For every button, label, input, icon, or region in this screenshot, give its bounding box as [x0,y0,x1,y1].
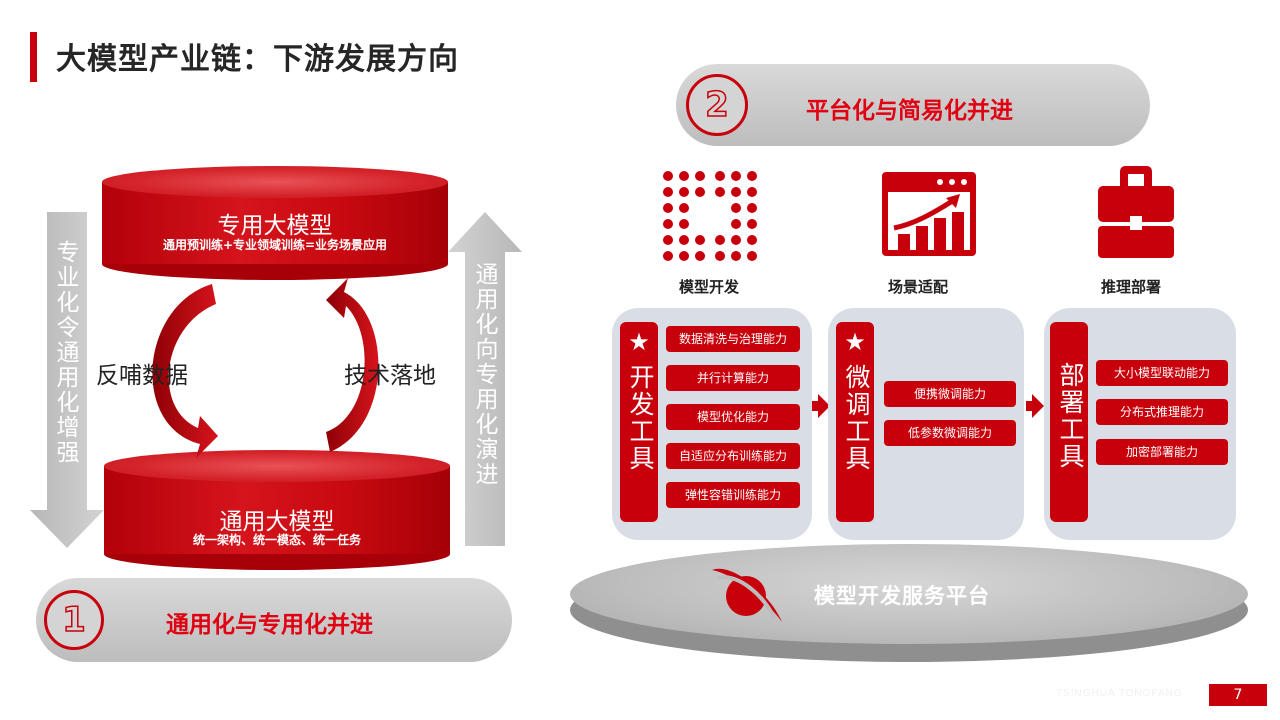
dev-tool-item: 自适应分布训练能力 [666,443,800,469]
finetune-tool-item: 便携微调能力 [884,381,1016,407]
briefcase-icon [1098,166,1174,258]
page-number: 7 [1209,684,1267,706]
star-icon: ★ [844,328,866,356]
footer-brand: TSINGHUA TONGFANG [1056,688,1183,699]
deploy-tool-item: 大小模型联动能力 [1096,360,1228,386]
model-dev-platform: 模型开发服务平台 [570,544,1248,662]
specialized-model-subtitle: 通用预训练+专业领域训练=业务场景应用 [162,238,388,252]
up-arrow-shape [448,212,522,546]
tech-landing-label: 技术落地 [344,363,436,389]
star-icon: ★ [628,328,650,356]
general-model-subtitle: 统一架构、统一模态、统一任务 [192,533,361,547]
general-model-title: 通用大模型 [219,509,335,535]
finetune-tools-heading: ★ 微调工具 [836,322,874,522]
panel-arrow-right-icon [1026,394,1044,418]
deploy-tools-panel: 部署工具 大小模型联动能力 分布式推理能力 加密部署能力 [1044,308,1236,540]
dev-tool-item: 并行计算能力 [666,365,800,391]
dot-grid-icon [663,171,757,261]
icon-label-model-dev: 模型开发 [678,278,739,296]
step-2-badge: 2 [686,74,748,136]
dev-tool-item: 弹性容错训练能力 [666,482,800,508]
deploy-tool-item: 分布式推理能力 [1096,399,1228,425]
right-pill-text: 平台化与简易化并进 [806,98,1013,124]
left-pill-text: 通用化与专用化并进 [166,612,373,638]
general-model-cylinder: 通用大模型 统一架构、统一模态、统一任务 [104,450,450,570]
right-arrow-text: 通用化向专用化演进 [471,262,497,487]
specialized-model-title: 专用大模型 [217,213,333,239]
step-1-badge: 1 [44,590,104,650]
icon-label-scene-adapt: 场景适配 [887,278,948,296]
dev-tools-heading: ★ 开发工具 [620,322,658,522]
finetune-tool-item: 低参数微调能力 [884,420,1016,446]
dev-tool-item: 数据清洗与治理能力 [666,326,800,352]
planet-ring-icon [712,568,782,622]
deploy-tools-heading: 部署工具 [1050,322,1088,522]
growth-chart-window-icon [882,172,976,256]
left-arrow-text: 专业化令通用化增强 [52,240,78,465]
dev-tool-item: 模型优化能力 [666,404,800,430]
platform-label: 模型开发服务平台 [814,584,990,608]
left-summary-pill: 1 通用化与专用化并进 [36,578,512,662]
dev-tools-panel: ★ 开发工具 数据清洗与治理能力 并行计算能力 模型优化能力 自适应分布训练能力… [612,308,812,540]
right-summary-pill: 2 平台化与简易化并进 [676,64,1150,146]
feedback-data-label: 反哺数据 [96,363,188,389]
feedback-loop-arrows [152,278,379,458]
title-accent-bar [30,32,37,82]
specialized-model-cylinder: 专用大模型 通用预训练+专业领域训练=业务场景应用 [102,166,448,280]
panel-arrow-right-icon [812,394,830,418]
finetune-tools-panel: ★ 微调工具 便携微调能力 低参数微调能力 [828,308,1024,540]
down-arrow-shape [30,212,104,548]
icon-label-inference-deploy: 推理部署 [1100,278,1161,296]
page-title: 大模型产业链：下游发展方向 [56,42,459,77]
deploy-tool-item: 加密部署能力 [1096,439,1228,465]
